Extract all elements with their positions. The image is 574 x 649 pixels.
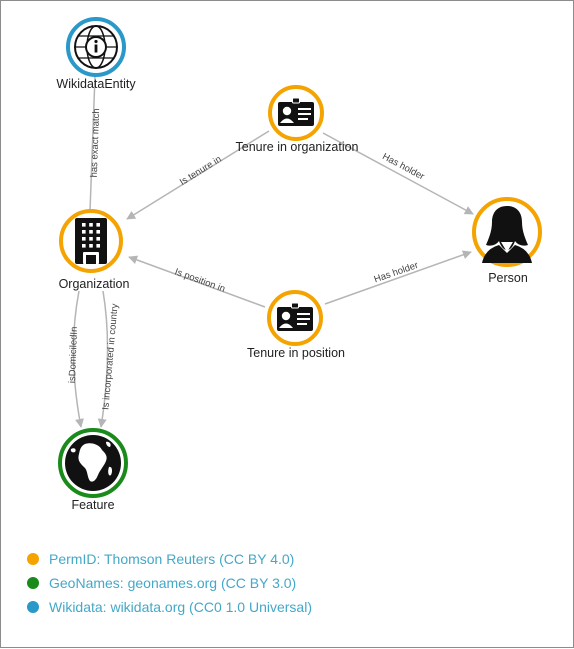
person-icon bbox=[482, 206, 532, 263]
node-label-person: Person bbox=[488, 271, 528, 285]
edge-label-has-exact-match: has exact match bbox=[89, 108, 102, 178]
legend-label-permid: PermID: Thomson Reuters (CC BY 4.0) bbox=[49, 551, 295, 567]
node-label-wikidata-entity: WikidataEntity bbox=[56, 77, 136, 91]
legend-dot-orange bbox=[27, 553, 39, 565]
node-wikidata-entity[interactable]: WikidataEntity bbox=[56, 17, 136, 91]
node-tenure-in-organization[interactable]: Tenure in organization bbox=[236, 85, 359, 154]
legend-dot-green bbox=[27, 577, 39, 589]
edge-label-is-position-in: Is position in bbox=[173, 266, 226, 294]
legend-item-permid: PermID: Thomson Reuters (CC BY 4.0) bbox=[27, 547, 312, 571]
globe-africa-icon bbox=[65, 435, 121, 491]
edge-label-is-tenure-in: Is tenure in bbox=[178, 154, 224, 188]
edge-label-is-domiciled-in: isDomiciledIn bbox=[67, 326, 80, 383]
edge-is-domiciled-in[interactable]: isDomiciledIn bbox=[67, 290, 84, 428]
node-label-organization: Organization bbox=[59, 277, 130, 291]
edge-label-has-holder-pos: Has holder bbox=[373, 260, 420, 285]
globe-info-icon bbox=[74, 25, 118, 69]
node-label-tenure-in-organization: Tenure in organization bbox=[236, 140, 359, 154]
node-label-tenure-in-position: Tenure in position bbox=[247, 346, 345, 360]
edge-is-position-in[interactable]: Is position in bbox=[128, 255, 266, 308]
legend-label-geonames: GeoNames: geonames.org (CC BY 3.0) bbox=[49, 575, 297, 591]
edge-is-incorporated-in-country[interactable]: Is incorporated in country bbox=[97, 290, 121, 428]
node-organization[interactable]: Organization bbox=[59, 209, 130, 291]
node-person[interactable]: Person bbox=[472, 197, 542, 285]
node-feature[interactable]: Feature bbox=[58, 428, 128, 512]
legend: PermID: Thomson Reuters (CC BY 4.0) GeoN… bbox=[27, 547, 312, 619]
legend-dot-blue bbox=[27, 601, 39, 613]
legend-item-wikidata: Wikidata: wikidata.org (CC0 1.0 Universa… bbox=[27, 595, 312, 619]
edge-label-has-holder-org: Has holder bbox=[380, 151, 426, 182]
node-tenure-in-position[interactable]: Tenure in position bbox=[247, 290, 345, 360]
legend-label-wikidata: Wikidata: wikidata.org (CC0 1.0 Universa… bbox=[49, 599, 312, 615]
id-badge-icon bbox=[277, 302, 313, 331]
legend-item-geonames: GeoNames: geonames.org (CC BY 3.0) bbox=[27, 571, 312, 595]
building-icon bbox=[75, 218, 107, 264]
edge-has-holder-pos[interactable]: Has holder bbox=[324, 250, 472, 305]
edge-label-is-incorporated-in-country: Is incorporated in country bbox=[100, 303, 120, 410]
node-label-feature: Feature bbox=[71, 498, 114, 512]
id-badge-icon bbox=[278, 97, 314, 126]
edge-has-exact-match[interactable]: has exact match bbox=[89, 75, 102, 212]
